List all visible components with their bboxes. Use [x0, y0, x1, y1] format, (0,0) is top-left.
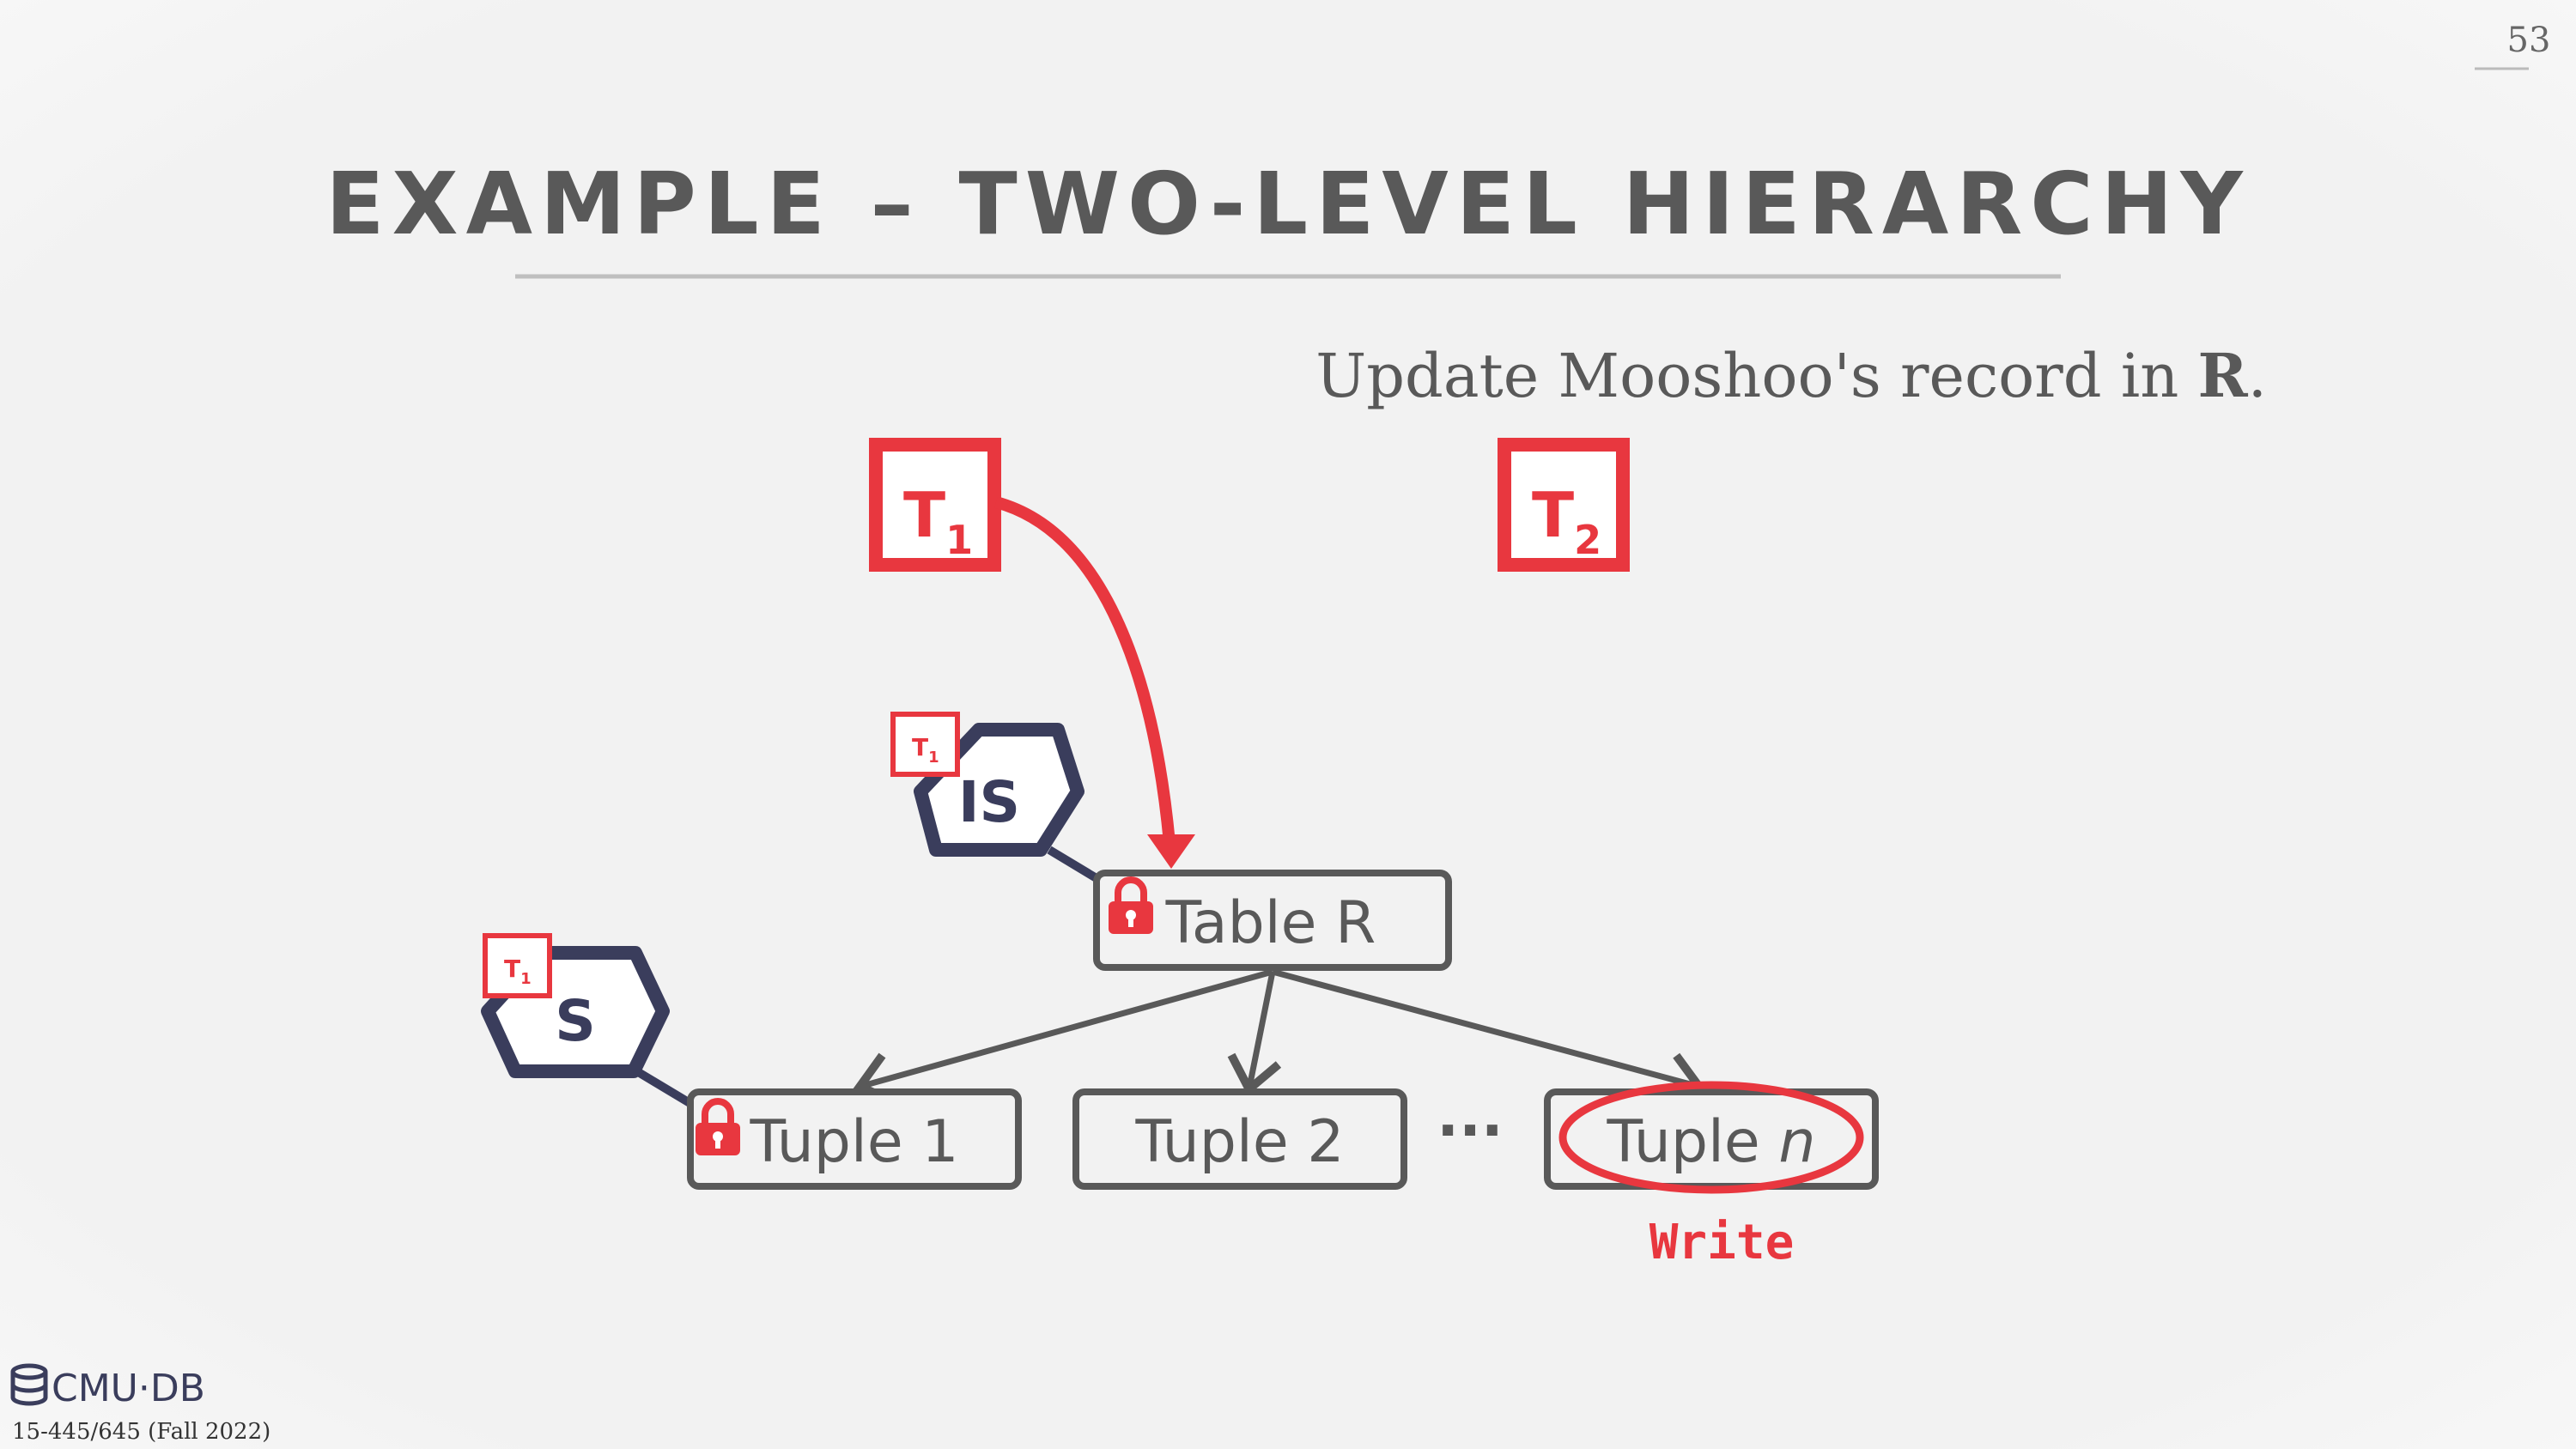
subtitle-bold: R	[2198, 340, 2249, 411]
txn-t2-label: T2	[1532, 479, 1601, 563]
txn-box-t2: T2	[1498, 438, 1630, 572]
tuple-2-node: Tuple 2	[1072, 1088, 1407, 1190]
txn-box-t1: T1	[869, 438, 1001, 572]
table-r-node: Table R	[1093, 870, 1452, 971]
tuple-n-highlight	[1558, 1081, 1864, 1194]
tuple-1-node: Tuple 1	[687, 1088, 1022, 1190]
database-icon	[10, 1363, 48, 1406]
slide-title: EXAMPLE – TWO-LEVEL HIERARCHY	[325, 154, 2251, 254]
tuple-2-label: Tuple 2	[1134, 1108, 1344, 1176]
is-lock-label: IS	[958, 769, 1020, 835]
write-label: Write	[1649, 1215, 1795, 1270]
edge-table-tuplen	[1272, 968, 1706, 1106]
edge-table-tuple1	[853, 968, 1273, 1106]
svg-text:T1: T1	[912, 733, 939, 767]
s-lock-label: S	[555, 988, 596, 1054]
edge-table-tuple2	[1227, 971, 1282, 1096]
t1-to-table-arrow	[994, 496, 1176, 844]
subtitle: Update Mooshoo's record in R.	[1315, 340, 2267, 411]
tuple-n-label: Tuple n	[1607, 1108, 1816, 1176]
is-lock-holder: T1	[890, 712, 960, 777]
cmu-db-logo: CMU·DB	[52, 1367, 205, 1410]
table-r-label: Table R	[1165, 889, 1376, 957]
page-number: 53	[2507, 21, 2551, 60]
txn-t1-label: T1	[903, 479, 973, 563]
subtitle-prefix: Update Mooshoo's record in	[1315, 341, 2197, 411]
subtitle-suffix: .	[2248, 341, 2267, 411]
t1-arrow-head	[1147, 834, 1195, 869]
tuple-1-label: Tuple 1	[749, 1108, 958, 1176]
svg-text:T1: T1	[504, 955, 532, 988]
course-label: 15-445/645 (Fall 2022)	[12, 1419, 270, 1445]
s-lock-holder: T1	[483, 933, 552, 998]
tuple-ellipsis: ···	[1437, 1097, 1504, 1165]
tuple-n-node: Tuple n	[1544, 1088, 1879, 1190]
